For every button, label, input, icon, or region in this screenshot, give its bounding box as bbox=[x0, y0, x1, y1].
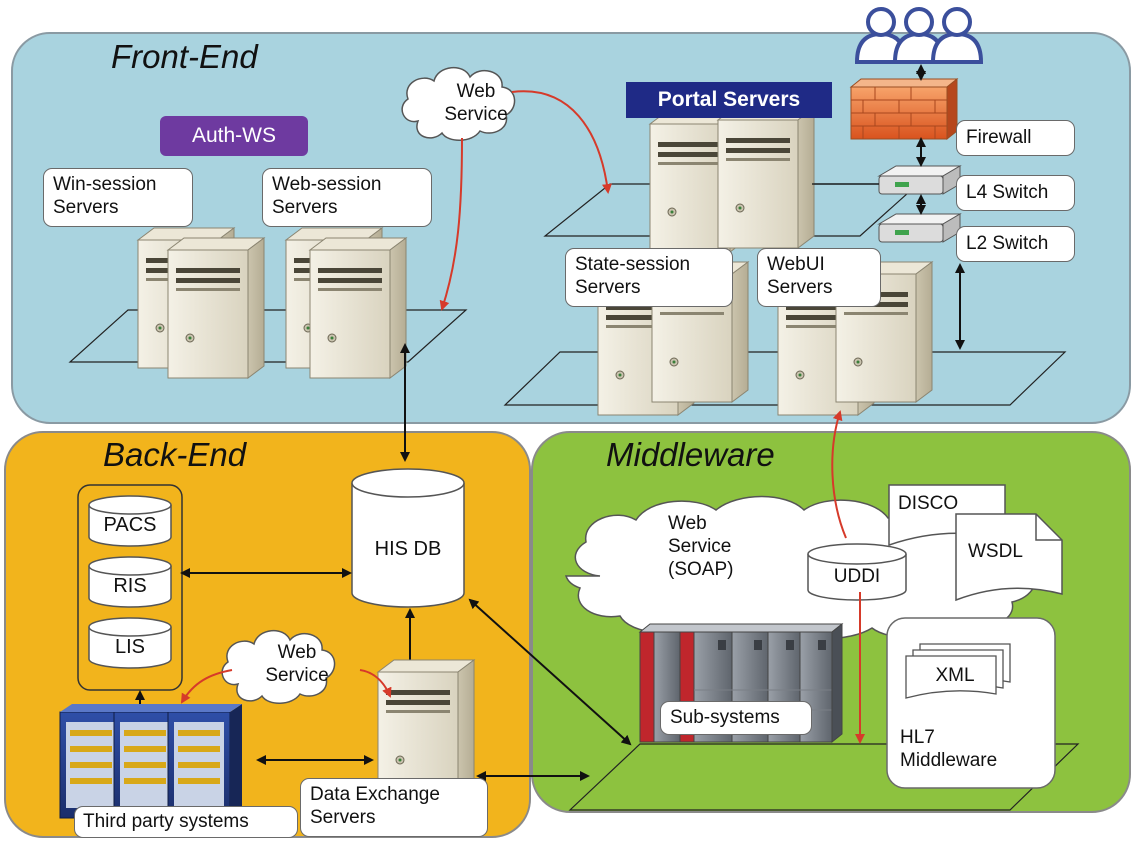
firewall-label: Firewall bbox=[956, 120, 1075, 156]
uddi-label: UDDI bbox=[833, 566, 881, 587]
data-exchange-label: Data Exchange Servers bbox=[300, 778, 488, 837]
front-end-title: Front-End bbox=[111, 38, 258, 75]
lis-label: LIS bbox=[114, 636, 146, 658]
pacs-database-icon bbox=[88, 495, 172, 547]
state-session-label: State-session Servers bbox=[565, 248, 733, 307]
users-icon bbox=[854, 7, 984, 64]
back-web-service-right-arrow bbox=[359, 669, 392, 698]
web-session-label: Web-session Servers bbox=[262, 168, 432, 227]
web-service-to-portal-arrow bbox=[511, 90, 612, 194]
webui-servers-label: WebUI Servers bbox=[757, 248, 881, 307]
hl7-middleware-label: HL7 Middleware bbox=[900, 727, 998, 771]
back-end-title: Back-End bbox=[103, 436, 247, 473]
third-party-label: Third party systems bbox=[74, 806, 298, 838]
l4-switch-icon bbox=[877, 165, 962, 195]
back-web-service-label: Web Service bbox=[265, 642, 329, 686]
l2-switch-label: L2 Switch bbox=[956, 226, 1075, 262]
xml-documents-icon bbox=[905, 643, 1011, 699]
back-web-service-left-arrow bbox=[180, 669, 233, 704]
pacs-label: PACS bbox=[103, 514, 157, 536]
third-party-systems-icon bbox=[59, 704, 242, 819]
web-service-cloud-back bbox=[221, 630, 336, 704]
lis-database-icon bbox=[88, 617, 172, 669]
portal-servers-badge: Portal Servers bbox=[626, 82, 832, 118]
his-db-label: HIS DB bbox=[374, 538, 442, 560]
web-service-cloud-front bbox=[401, 67, 516, 141]
front-web-service-label: Web Service bbox=[444, 81, 508, 125]
wsdl-document-icon bbox=[955, 513, 1063, 602]
auth-ws-badge: Auth-WS bbox=[160, 116, 308, 156]
soap-label: Web Service (SOAP) bbox=[668, 513, 734, 580]
web-service-to-web-session-arrow bbox=[439, 137, 463, 311]
sub-systems-label: Sub-systems bbox=[660, 701, 812, 735]
win-session-server-2 bbox=[167, 237, 265, 379]
middleware-title: Middleware bbox=[606, 436, 775, 473]
wsdl-label: WSDL bbox=[968, 541, 1023, 562]
l4-switch-label: L4 Switch bbox=[956, 175, 1075, 211]
his-subsystems-arrow bbox=[468, 598, 632, 746]
uddi-database-icon bbox=[807, 543, 907, 601]
his-db-icon bbox=[351, 468, 465, 608]
xml-label: XML bbox=[935, 665, 975, 686]
disco-label: DISCO bbox=[898, 493, 959, 514]
imaging-systems-group bbox=[77, 484, 183, 691]
soap-to-webui-arrow bbox=[831, 410, 847, 539]
l2-switch-icon bbox=[877, 213, 962, 243]
web-session-server-2 bbox=[309, 237, 407, 379]
ris-database-icon bbox=[88, 556, 172, 608]
win-session-label: Win-session Servers bbox=[43, 168, 193, 227]
firewall-icon bbox=[849, 77, 959, 141]
portal-server-2 bbox=[717, 107, 815, 249]
ris-label: RIS bbox=[113, 575, 147, 597]
